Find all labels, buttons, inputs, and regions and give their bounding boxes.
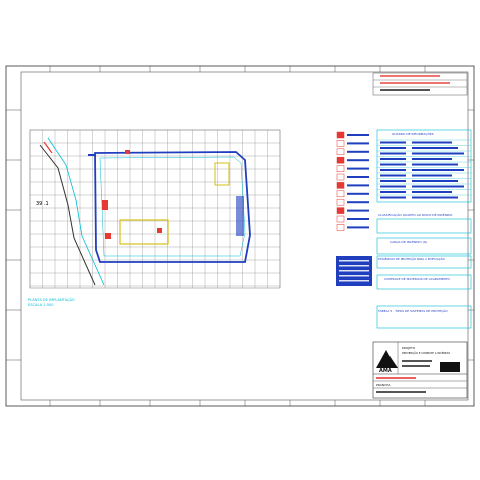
info-row-label <box>380 174 406 177</box>
legend-symbol-icon <box>336 215 345 223</box>
info-row-value <box>412 174 452 177</box>
info-row-value <box>412 152 464 155</box>
legend-symbol-icon <box>336 156 345 164</box>
info-row-value <box>412 185 464 188</box>
info-table <box>376 129 472 203</box>
hydrant-marker <box>102 200 108 210</box>
legend-symbol-text <box>347 226 369 229</box>
legend-symbol-text <box>347 184 369 187</box>
plan-caption-2: ESCALA 1:500 <box>28 303 54 307</box>
side-label: 39 .1 <box>36 201 49 207</box>
extinguisher-marker-3 <box>125 150 130 154</box>
notes-lines <box>339 260 369 282</box>
load-title: CARGA DE INCÊNDIO (Q) <box>390 239 427 244</box>
risk-table <box>376 218 472 234</box>
notes-text-line <box>339 280 369 282</box>
legend-symbol-icon <box>336 224 345 231</box>
logo-mountain-icon-2 <box>382 356 398 368</box>
building-outline <box>94 151 251 263</box>
info-row-value <box>412 163 458 166</box>
systems-table <box>376 305 472 329</box>
equipment-room <box>236 196 244 236</box>
legend-symbol-text <box>347 159 369 162</box>
info-row-value <box>412 169 464 171</box>
materials-table <box>376 274 472 290</box>
info-row-label <box>380 185 406 188</box>
stair-block <box>214 162 230 186</box>
symbol-column <box>336 131 369 231</box>
info-row-value <box>412 191 452 193</box>
info-row-label <box>380 196 406 199</box>
legend-symbol-icon <box>336 182 345 189</box>
legend-symbol-icon <box>336 198 345 206</box>
site-plan: 39 .1 PLANTA DE IMPLANTAÇÃO ESCALA 1:500 <box>28 129 281 307</box>
legend-symbol-text <box>347 150 369 153</box>
legend-symbol-text <box>347 201 369 204</box>
title-block: AMA PROJETO PREVENÇÃO E COMBATE A INCÊND… <box>372 341 468 399</box>
title-project: PROJETO <box>402 346 416 350</box>
systems-title: TABELA 5 - TIPOS DE SISTEMAS DE PROTEÇÃO <box>377 308 448 313</box>
building-core <box>119 219 169 245</box>
info-rows <box>377 139 471 199</box>
plan-caption-1: PLANTA DE IMPLANTAÇÃO <box>28 297 75 302</box>
building-inner <box>99 156 246 257</box>
requirements-table <box>376 255 472 269</box>
info-row-label <box>380 141 406 144</box>
load-table <box>376 237 472 255</box>
border-ticks <box>6 66 474 406</box>
info-row-value <box>412 147 458 149</box>
legend-symbol-icon <box>336 190 345 198</box>
legend-symbol-icon <box>336 207 345 214</box>
outer-frame <box>5 65 475 407</box>
legend-symbol-text <box>347 167 369 170</box>
materials-title: CONTROLE DE MATERIAIS DE ACABAMENTO <box>384 277 451 281</box>
notes-text-line <box>339 260 369 262</box>
info-table-title: QUADRO DE INFORMAÇÕES <box>392 131 434 136</box>
legend-symbol-icon <box>336 140 345 147</box>
logo-text: AMA <box>379 368 392 374</box>
red-route <box>43 141 53 154</box>
info-row-value <box>412 141 452 144</box>
legend-symbol-text <box>347 142 369 145</box>
info-row-value <box>412 158 452 160</box>
notes-text-line <box>339 275 369 277</box>
info-row-label <box>380 191 406 193</box>
legend-symbol-text <box>347 218 369 220</box>
info-row-label <box>380 180 406 182</box>
legend-symbol-icon <box>336 173 345 181</box>
info-row-label <box>380 163 406 166</box>
legend-symbol-icon <box>336 165 345 172</box>
legend-symbol-icon <box>336 148 345 156</box>
info-row-label <box>380 152 406 155</box>
extinguisher-marker <box>105 233 111 239</box>
legend-symbol-text <box>347 176 369 178</box>
legend-panel: QUADRO DE INFORMAÇÕES CLASSIFICAÇÃO QUAN… <box>336 129 472 329</box>
info-row-label <box>380 158 406 160</box>
access-road <box>39 144 96 286</box>
legend-symbol-text <box>347 192 369 195</box>
revision-block <box>372 72 468 96</box>
legend-symbol-text <box>347 209 369 212</box>
title-sheet: PRANCHA <box>376 383 391 387</box>
road-edge <box>47 137 105 286</box>
info-row-label <box>380 169 406 171</box>
requirements-title: EXIGÊNCIAS DE PROTEÇÃO PARA A EDIFICAÇÃO <box>378 256 446 261</box>
legend-symbol-icon <box>336 131 345 139</box>
legend-symbol-text <box>347 134 369 136</box>
info-row-value <box>412 196 458 199</box>
title-discipline: PREVENÇÃO E COMBATE A INCÊNDIO <box>402 350 450 355</box>
extinguisher-marker-2 <box>157 228 162 233</box>
risk-title: CLASSIFICAÇÃO QUANTO AO RISCO DE INCÊNDI… <box>378 212 453 217</box>
inner-frame <box>20 71 469 401</box>
notes-text-line <box>339 270 369 272</box>
notes-text-line <box>339 265 369 267</box>
info-row-label <box>380 147 406 149</box>
info-row-value <box>412 180 458 182</box>
